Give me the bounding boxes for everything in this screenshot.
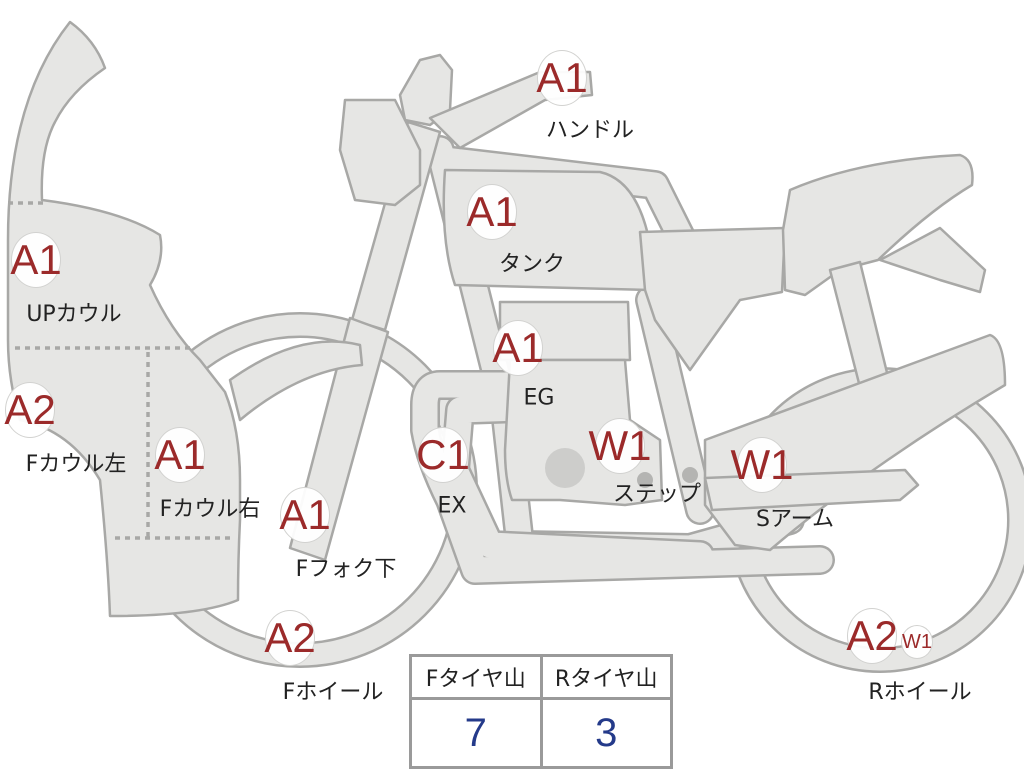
tire-tread-table: Fタイヤ山 Rタイヤ山 7 3: [409, 654, 673, 769]
exhaust-grade-badge: C1: [416, 427, 470, 483]
swing-arm-label: Sアーム: [756, 507, 834, 532]
front-wheel-label: Fホイール: [282, 680, 384, 705]
rear-wheel-label: Rホイール: [868, 680, 972, 705]
handle-label: ハンドル: [545, 118, 635, 143]
exhaust-label: EX: [437, 493, 467, 519]
cowl-seams: [8, 201, 235, 540]
seat-shape: [781, 153, 974, 297]
mirror-shape: [398, 53, 454, 127]
front-wheel-grade-badge: A2: [264, 610, 316, 666]
step-label: ステップ: [612, 482, 702, 507]
upper-cowl-label: UPカウル: [26, 302, 122, 327]
front-fender-shape: [228, 340, 364, 422]
swing-arm-grade-badge: W1: [731, 437, 794, 493]
rear-wheel-extra-grade-badge: W1: [901, 625, 933, 659]
tire-tread-value-row: 7 3: [409, 697, 673, 769]
cowl-left-label: Fカウル左: [25, 452, 127, 477]
headlight-shape: [338, 98, 422, 207]
front-tire-tread-header: Fタイヤ山: [409, 654, 543, 700]
front-fork-grade-badge: A1: [279, 487, 331, 543]
tire-tread-header-row: Fタイヤ山 Rタイヤ山: [409, 654, 673, 700]
rear-wheel-grade-badge: A2: [846, 608, 898, 664]
tank-grade-badge: A1: [466, 184, 518, 240]
step-grade-badge: W1: [589, 418, 652, 474]
cowl-left-grade-badge: A2: [4, 382, 56, 438]
cowl-right-label: Fカウル右: [159, 497, 261, 522]
cowl-right-grade-badge: A1: [154, 427, 206, 483]
upper-cowl-grade-badge: A1: [10, 232, 62, 288]
handle-grade-badge: A1: [536, 50, 588, 106]
front-fork-label: Fフォク下: [295, 557, 397, 582]
engine-grade-badge: A1: [492, 320, 544, 376]
rear-tire-tread-value: 3: [539, 697, 673, 769]
tail-shape: [878, 226, 987, 294]
rear-tire-tread-header: Rタイヤ山: [539, 654, 673, 700]
engine-label: EG: [523, 385, 555, 411]
front-tire-tread-value: 7: [409, 697, 543, 769]
tank-label: タンク: [498, 252, 566, 277]
